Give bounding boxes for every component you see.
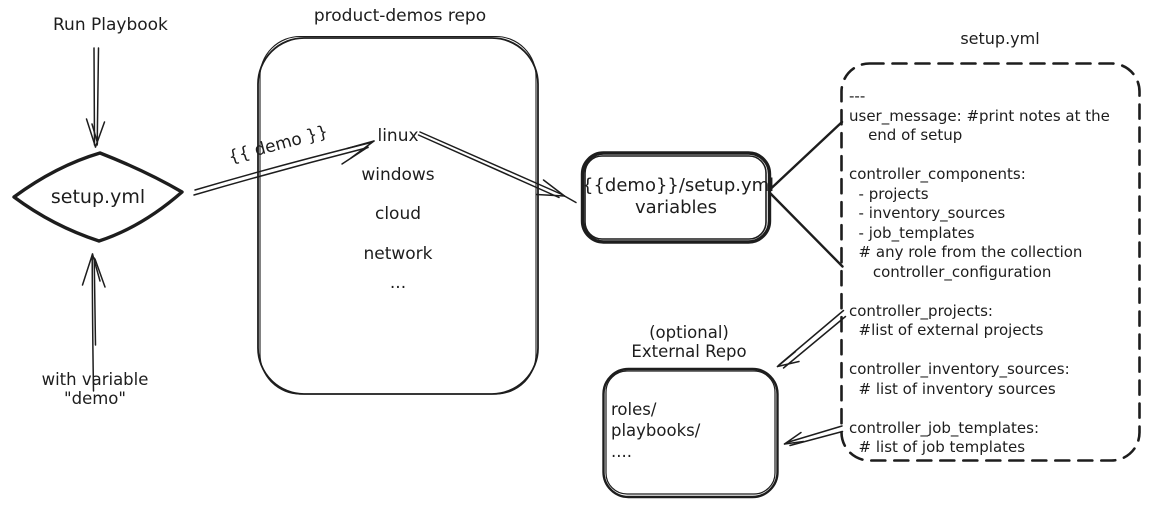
external-repo-title-line2: External Repo [631,342,747,361]
repo-item-linux: linux [377,126,419,146]
repo-item-network: network [363,244,433,264]
variables-box-label-line2: variables [635,197,717,218]
run-playbook-arrow [85,47,106,148]
job-templates-arrow [783,425,844,447]
setup-yml-content: --- user_message: #print notes at the en… [849,87,1110,456]
demo-edge-label: {{ demo }} [226,121,331,168]
repo-item-windows: windows [361,165,435,185]
repo-item-ellipsis: ... [389,273,407,293]
external-repo-title-line1: (optional) [649,323,729,342]
external-repo-content: roles/ playbooks/ .... [611,400,701,461]
fan-connector-bottom [769,192,844,268]
repo-item-cloud: cloud [374,204,422,224]
run-playbook-label: Run Playbook [53,15,168,35]
with-variable-label-line2: "demo" [64,389,126,408]
decision-label: setup.yml [50,186,146,208]
repo-title: product-demos repo [313,6,487,26]
with-variable-label-line1: with variable [41,370,149,389]
variables-box-label-line1: {{demo}}/setup.yml [582,175,775,196]
projects-arrow [776,309,847,369]
setup-yml-title: setup.yml [960,29,1040,48]
fan-connector-top [769,120,844,191]
